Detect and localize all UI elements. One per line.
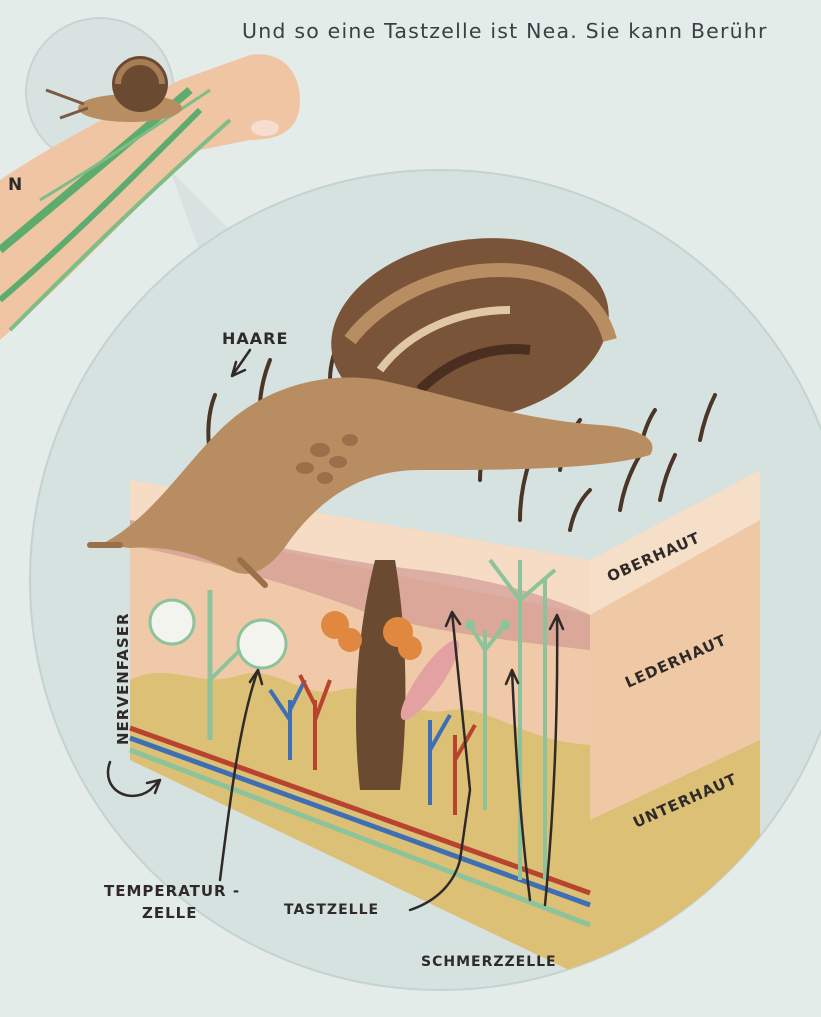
label-temperatur-line1: TEMPERATUR - xyxy=(104,882,240,900)
label-tastzelle: TASTZELLE xyxy=(284,902,379,918)
label-schmerzzelle: SCHMERZZELLE xyxy=(421,954,557,970)
temperature-cell-2 xyxy=(238,620,286,668)
label-haare: HAARE xyxy=(222,329,288,348)
temperature-cell-1 xyxy=(150,600,194,644)
edge-letter: N xyxy=(8,175,23,195)
label-nervenfaser: NERVENFASER xyxy=(114,613,132,746)
label-temperatur-line2: ZELLE xyxy=(142,904,198,922)
